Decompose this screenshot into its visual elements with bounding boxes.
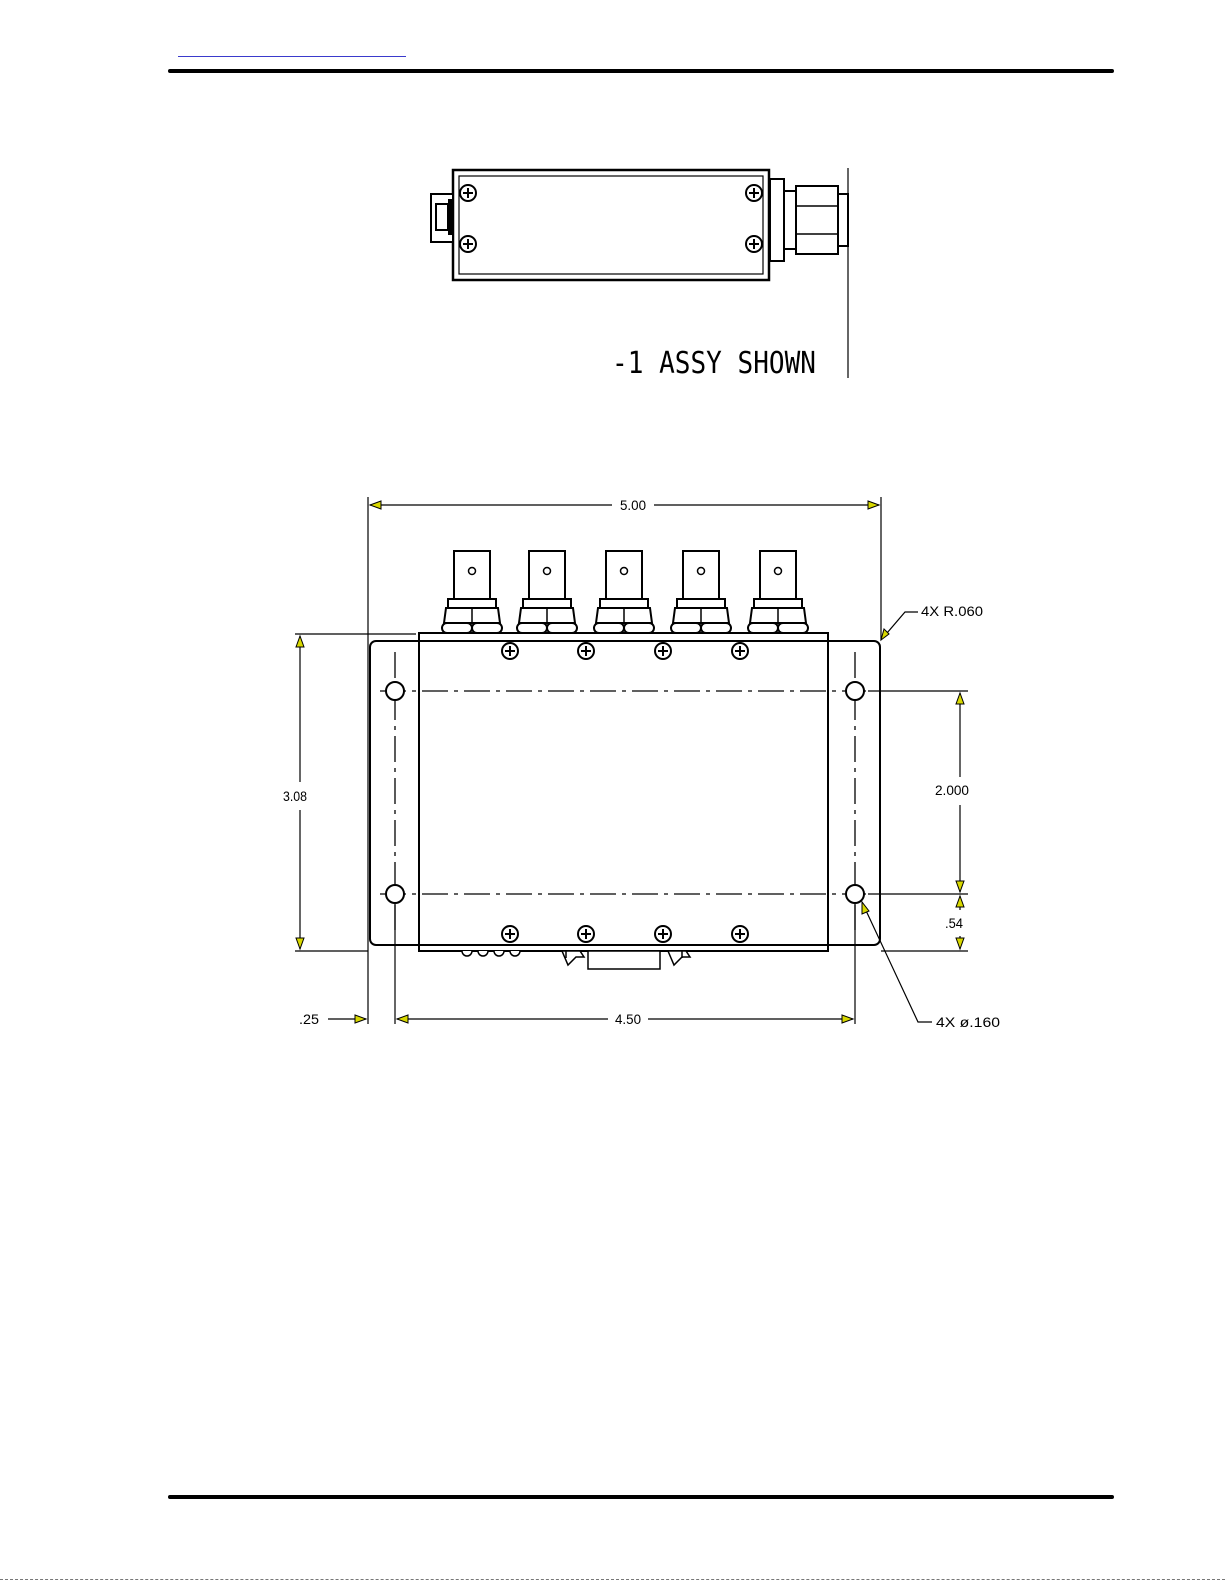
screw-icon xyxy=(502,926,518,942)
page-edge-dashes xyxy=(0,1579,1225,1580)
side-view-caption: -1 ASSY SHOWN xyxy=(612,346,816,381)
bnc-connector-icon xyxy=(442,551,502,633)
screw-icon xyxy=(502,643,518,659)
top-view: 5.00 3.08 2.000 4.50 .25 .54 4X R.060 4X… xyxy=(283,497,1000,1030)
screw-icon xyxy=(578,926,594,942)
screw-icon xyxy=(578,643,594,659)
footer-rule xyxy=(168,1495,1114,1499)
screw-icon xyxy=(746,236,762,252)
side-view-left-connector xyxy=(431,194,453,242)
bnc-connector-icon xyxy=(671,551,731,633)
bottom-connector xyxy=(462,951,690,969)
base-plate xyxy=(370,641,880,945)
side-view: -1 ASSY SHOWN xyxy=(431,168,848,381)
screw-icon xyxy=(732,926,748,942)
dim-hole-spacing-horizontal: 4.50 xyxy=(615,1011,641,1027)
side-view-bnc-connector xyxy=(770,179,848,261)
dim-overall-height: 3.08 xyxy=(283,788,307,804)
bnc-connector-icon xyxy=(594,551,654,633)
callout-corner-radius: 4X R.060 xyxy=(921,603,983,619)
callout-hole-diameter: 4X ø.160 xyxy=(936,1014,1000,1030)
screw-icon xyxy=(460,236,476,252)
dim-edge-offset-left: .25 xyxy=(299,1011,319,1027)
dim-hole-spacing-vertical: 2.000 xyxy=(935,782,969,798)
side-view-body xyxy=(453,170,769,280)
bnc-connector-icon xyxy=(748,551,808,633)
bnc-connector-icon xyxy=(517,551,577,633)
screw-icon xyxy=(460,185,476,201)
screw-icon xyxy=(655,926,671,942)
dim-overall-width: 5.00 xyxy=(620,497,646,513)
screw-icon xyxy=(732,643,748,659)
screw-icon xyxy=(746,185,762,201)
dim-edge-offset-bottom: .54 xyxy=(945,915,963,931)
screw-icon xyxy=(655,643,671,659)
